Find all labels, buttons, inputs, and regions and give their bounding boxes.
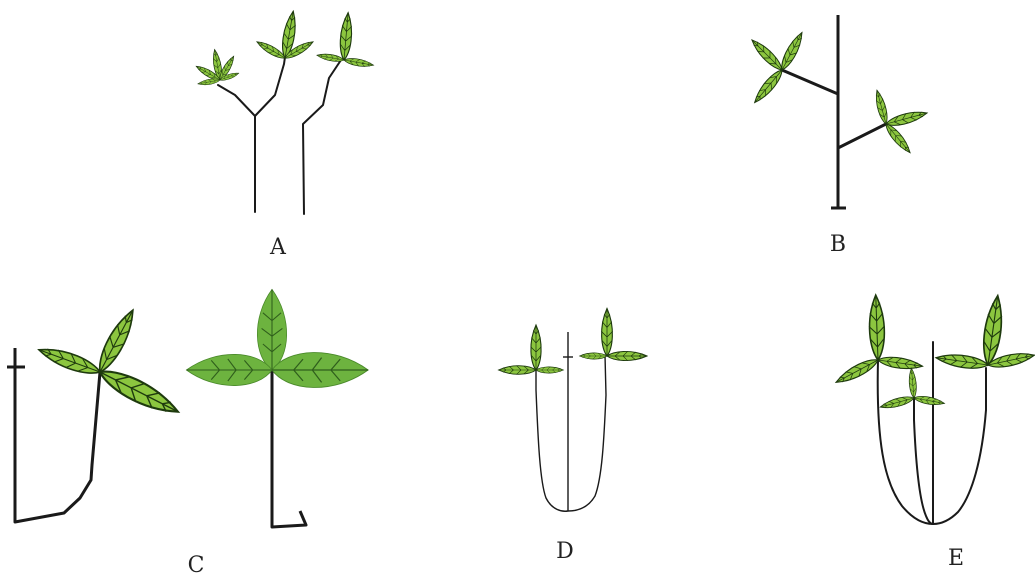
panel-label: D <box>556 539 574 564</box>
stem <box>782 70 838 94</box>
leaf-cluster <box>195 49 240 87</box>
stem <box>218 85 255 116</box>
stem <box>568 355 606 511</box>
leaf-cluster <box>748 30 806 106</box>
panel-label: C <box>188 553 205 574</box>
panel-label: B <box>830 232 846 257</box>
stem <box>255 50 286 212</box>
panel-label: E <box>948 546 964 571</box>
stem <box>303 60 341 214</box>
panel-label: A <box>269 235 287 260</box>
panel-c: C <box>7 289 368 574</box>
panel-d: D <box>499 309 648 565</box>
leaf-cluster <box>186 289 368 387</box>
stem <box>878 360 933 524</box>
leaf-cluster <box>580 309 648 361</box>
panel-e: E <box>833 295 1035 571</box>
panel-a: A <box>195 10 375 260</box>
stem <box>914 395 933 524</box>
stem <box>15 348 100 522</box>
stem <box>933 368 986 524</box>
panel-b: B <box>748 15 928 257</box>
leaf-cluster <box>316 12 374 69</box>
leaf-cluster <box>879 368 945 411</box>
leaf-cluster <box>36 306 182 421</box>
stem <box>272 370 306 527</box>
stem <box>536 370 568 511</box>
stem <box>838 124 886 148</box>
leaf-cluster <box>499 325 564 375</box>
leaf-cluster <box>873 89 928 156</box>
leaf-cluster <box>935 295 1035 372</box>
leaf-cluster <box>255 10 315 61</box>
